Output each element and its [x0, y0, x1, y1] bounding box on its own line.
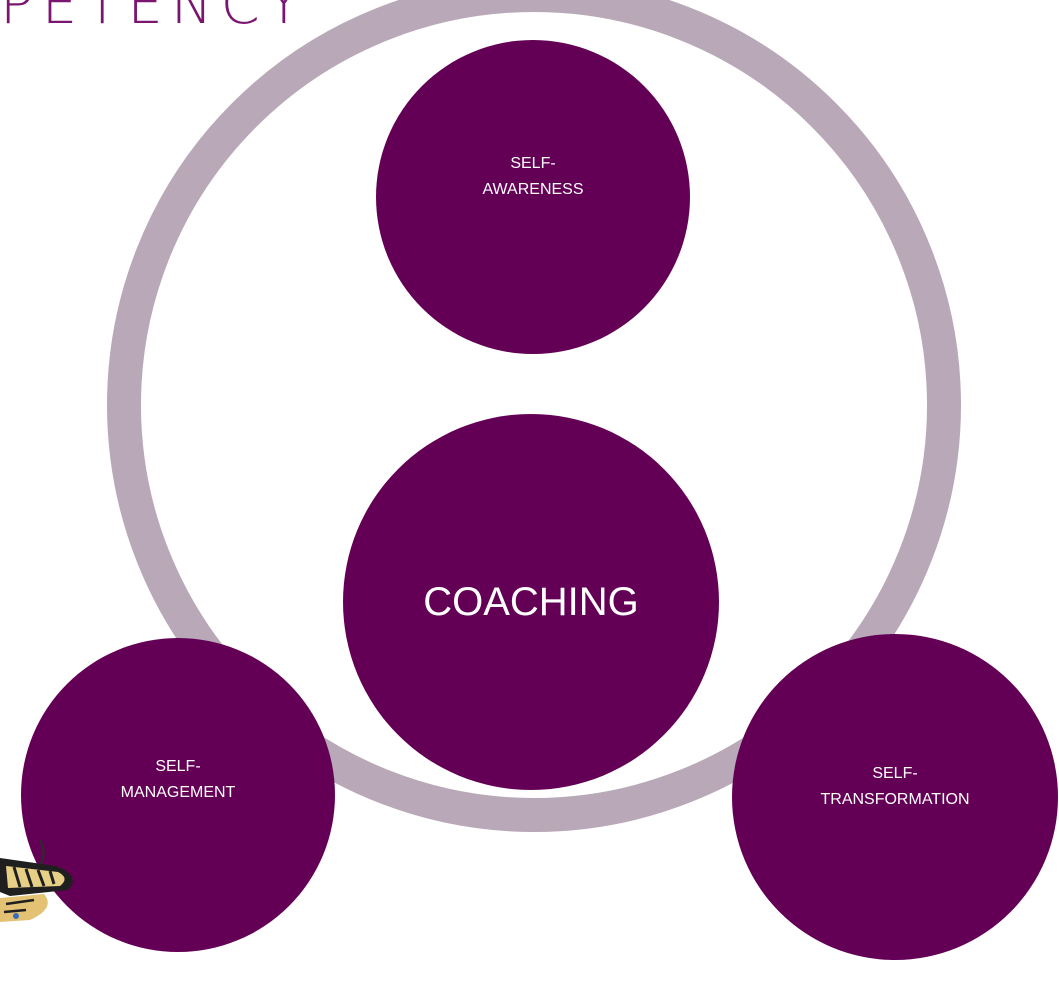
- butterfly-icon: [0, 839, 73, 922]
- node-self-transformation: SELF- TRANSFORMATION: [732, 634, 1058, 960]
- node-label-line: MANAGEMENT: [120, 784, 236, 801]
- node-self-management: SELF- MANAGEMENT: [21, 638, 335, 952]
- node-self-awareness: SELF- AWARENESS: [376, 40, 690, 354]
- node-label-line: SELF-: [872, 765, 918, 783]
- node-self-awareness-text: SELF- AWARENESS: [482, 151, 583, 202]
- center-label: COACHING: [423, 580, 639, 624]
- node-label-line: TRANSFORMATION: [820, 791, 970, 808]
- node-self-transformation-text: SELF- TRANSFORMATION: [820, 761, 969, 812]
- cycle-ring-arc: [107, 0, 961, 832]
- node-label-line: SELF-: [155, 758, 201, 776]
- node-coaching: COACHING: [343, 414, 719, 790]
- node-label-line: AWARENESS: [482, 181, 584, 198]
- node-label-line: SELF-: [510, 155, 556, 173]
- node-self-management-text: SELF- MANAGEMENT: [121, 754, 236, 805]
- heading-fragment: PETENCY: [0, 0, 309, 37]
